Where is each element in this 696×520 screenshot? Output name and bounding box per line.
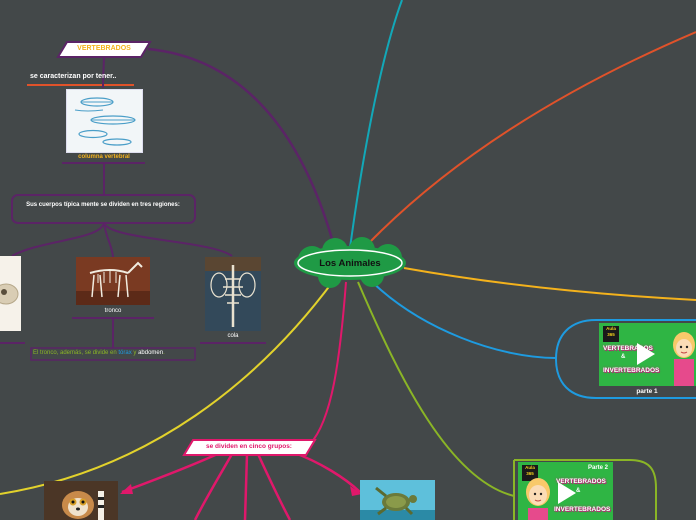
video2-title-invertebrados: INVERTEBRADOS: [554, 506, 611, 513]
parte1-caption: parte 1: [636, 388, 658, 395]
lemur-icon: [44, 481, 118, 520]
aula365-logo2-line1: Aula: [525, 465, 535, 470]
fish-skeleton-image[interactable]: [66, 89, 143, 153]
video-frame-parte1: [554, 319, 696, 399]
play-icon[interactable]: [637, 343, 655, 365]
connector-grupo-5: [291, 450, 361, 493]
connector-orange: [367, 31, 696, 245]
connector-yellow-orange: [403, 267, 696, 301]
sea-turtle-image[interactable]: [360, 480, 435, 520]
central-node-cloud[interactable]: [294, 237, 406, 288]
lemur-image[interactable]: [44, 481, 118, 520]
video-frame-parte2: [513, 459, 657, 520]
connector-grupo-4: [256, 453, 292, 520]
vertebrados-label[interactable]: VERTEBRADOS: [77, 45, 131, 52]
tronco-note-suffix: .: [163, 350, 165, 356]
cuerpos-box: [11, 194, 196, 224]
connector-blue: [367, 277, 557, 359]
tronco-label: tronco: [104, 308, 122, 314]
cartoon-girl-icon: [673, 332, 695, 386]
aula365-logo2-line2: 365: [526, 470, 534, 476]
cartoon-girl-icon-2: [526, 478, 550, 520]
connector-lime: [357, 281, 515, 497]
parte2-badge: Parte 2: [588, 465, 609, 471]
tail-skeleton-icon: [205, 257, 261, 327]
horse-skeleton-image[interactable]: [76, 257, 150, 305]
video2-title-amp: &: [576, 488, 581, 494]
video1-title-invertebrados: INVERTEBRADOS: [603, 367, 660, 374]
play-icon-2[interactable]: [558, 482, 576, 504]
arrowhead-grupo-5: [350, 486, 362, 496]
tronco-note-abdomen: abdomen: [138, 350, 164, 356]
video1-title-amp: &: [621, 354, 626, 360]
video1-title-vertebrados: VERTEBRADOS: [603, 345, 653, 352]
cabeza-skull-image[interactable]: [0, 256, 21, 331]
tronco-note-torax: tórax: [118, 350, 132, 356]
connector-grupo-2: [193, 453, 234, 520]
tronco-note-mid: y: [131, 350, 139, 356]
video-thumbnail-parte1[interactable]: Aula 365 VERTEBRADOS & INVERTEBRADOS: [599, 323, 696, 386]
aula365-logo-line2: 365: [607, 331, 615, 337]
vertebrados-node-shape[interactable]: [56, 41, 152, 58]
connector-cabeza: [11, 222, 105, 257]
caracterizan-label: se caracterizan por tener..: [30, 73, 117, 80]
connector-cola: [103, 222, 233, 257]
aula365-logo-badge-2: Aula 365: [522, 465, 538, 481]
connector-purple-vertebrados: [147, 47, 336, 247]
connector-teal: [349, 0, 403, 249]
connector-columna: [102, 54, 105, 89]
tronco-note-box: [30, 347, 196, 361]
horse-skeleton-icon: [76, 261, 150, 305]
turtle-icon: [360, 480, 435, 520]
aula365-logo-badge: Aula 365: [603, 326, 619, 342]
central-node-label[interactable]: Los Animales: [319, 258, 381, 269]
grupos-label[interactable]: se dividen en cinco grupos:: [206, 443, 292, 450]
fish-skeleton-icon: [74, 97, 136, 146]
tronco-note-label: El tronco, además, se divide en tórax y …: [33, 350, 165, 356]
connector-yellow: [0, 279, 335, 495]
skull-icon: [0, 283, 19, 305]
cola-label: cola: [227, 333, 239, 339]
connector-magenta: [309, 281, 347, 445]
arrowhead-grupo-1: [120, 484, 133, 494]
connector-tronco: [103, 222, 114, 258]
tronco-note-prefix: El tronco, además, se divide en: [33, 350, 119, 356]
grupos-node-shape[interactable]: [182, 439, 317, 456]
video-thumbnail-parte2[interactable]: Aula 365 Parte 2 VERTEBRADOS & INVERTEBR…: [518, 462, 613, 520]
connector-grupo-3: [243, 453, 249, 520]
connector-grupo-1: [121, 450, 223, 494]
columna-label: columna vertebral: [78, 154, 130, 160]
cuerpos-label: Sus cuerpos típica mente se dividen en t…: [26, 202, 180, 208]
cola-skeleton-image[interactable]: [205, 257, 261, 331]
aula365-logo-line1: Aula: [606, 326, 616, 331]
video2-title-vertebrados: VERTEBRADOS: [556, 478, 606, 485]
